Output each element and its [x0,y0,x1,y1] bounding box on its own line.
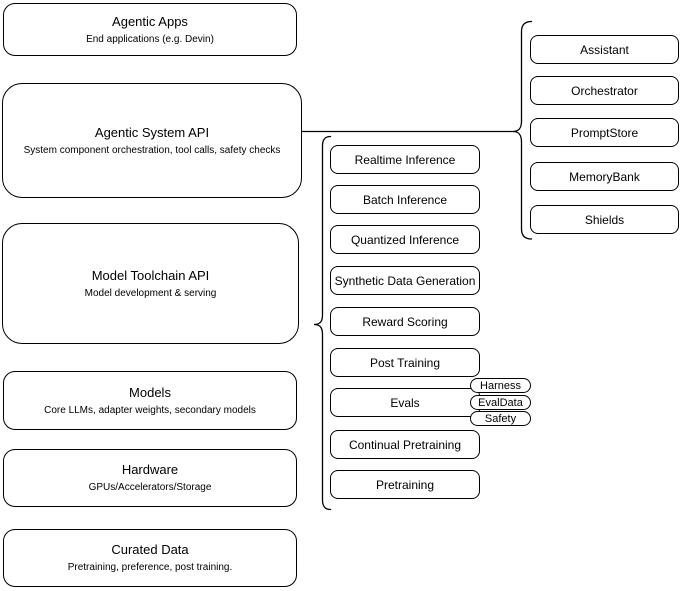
box-agentic-apps: Agentic Apps End applications (e.g. Devi… [3,3,297,56]
box-title: Hardware [121,462,179,477]
node-label: Quantized Inference [350,232,460,247]
box-agentic-system-api: Agentic System API System component orch… [2,83,302,198]
box-title: Curated Data [111,542,189,557]
box-hardware: Hardware GPUs/Accelerators/Storage [3,449,297,507]
box-subtitle: System component orchestration, tool cal… [23,144,281,156]
node-promptstore: PromptStore [530,118,679,147]
node-label: Reward Scoring [362,314,448,329]
node-label: Orchestrator [571,83,638,98]
node-reward-scoring: Reward Scoring [330,307,480,336]
box-title: Model Toolchain API [91,267,210,283]
node-label: Pretraining [375,477,435,492]
node-post-training: Post Training [330,348,480,377]
box-title: Agentic Apps [112,13,188,29]
node-quantized-inference: Quantized Inference [330,225,480,254]
box-subtitle: Model development & serving [84,287,217,299]
tag-label: EvalData [478,396,523,409]
tag-label: Safety [484,412,517,425]
box-models: Models Core LLMs, adapter weights, secon… [3,371,297,430]
tag-evaldata: EvalData [470,395,531,410]
box-model-toolchain-api: Model Toolchain API Model development & … [2,223,299,344]
node-label: Post Training [369,355,441,370]
node-evals: Evals [330,388,480,417]
node-pretraining: Pretraining [330,470,480,499]
node-label: Evals [390,395,420,410]
node-label: Assistant [580,42,629,57]
node-label: Shields [584,212,625,227]
box-subtitle: End applications (e.g. Devin) [86,33,214,45]
tag-harness: Harness [470,378,531,393]
node-assistant: Assistant [530,35,679,64]
node-label: Batch Inference [362,192,448,207]
box-subtitle: GPUs/Accelerators/Storage [88,482,212,493]
node-batch-inference: Batch Inference [330,185,480,214]
system-components-brace [512,20,533,240]
node-shields: Shields [530,205,679,234]
node-label: PromptStore [570,125,639,140]
node-synthetic-data-generation: Synthetic Data Generation [330,266,480,295]
box-subtitle: Core LLMs, adapter weights, secondary mo… [44,404,256,416]
box-title: Models [129,384,171,400]
box-curated-data: Curated Data Pretraining, preference, po… [3,529,297,587]
node-label: MemoryBank [569,169,640,184]
node-memorybank: MemoryBank [530,162,679,191]
tag-label: Harness [480,379,521,392]
node-orchestrator: Orchestrator [530,76,679,105]
node-continual-pretraining: Continual Pretraining [330,430,480,459]
node-label: Synthetic Data Generation [334,273,476,288]
toolchain-brace [313,135,332,511]
box-subtitle: Pretraining, preference, post training. [67,562,233,573]
tag-safety: Safety [470,411,531,426]
box-title: Agentic System API [94,124,210,140]
node-realtime-inference: Realtime Inference [330,145,480,174]
node-label: Continual Pretraining [348,437,462,452]
node-label: Realtime Inference [354,152,456,167]
